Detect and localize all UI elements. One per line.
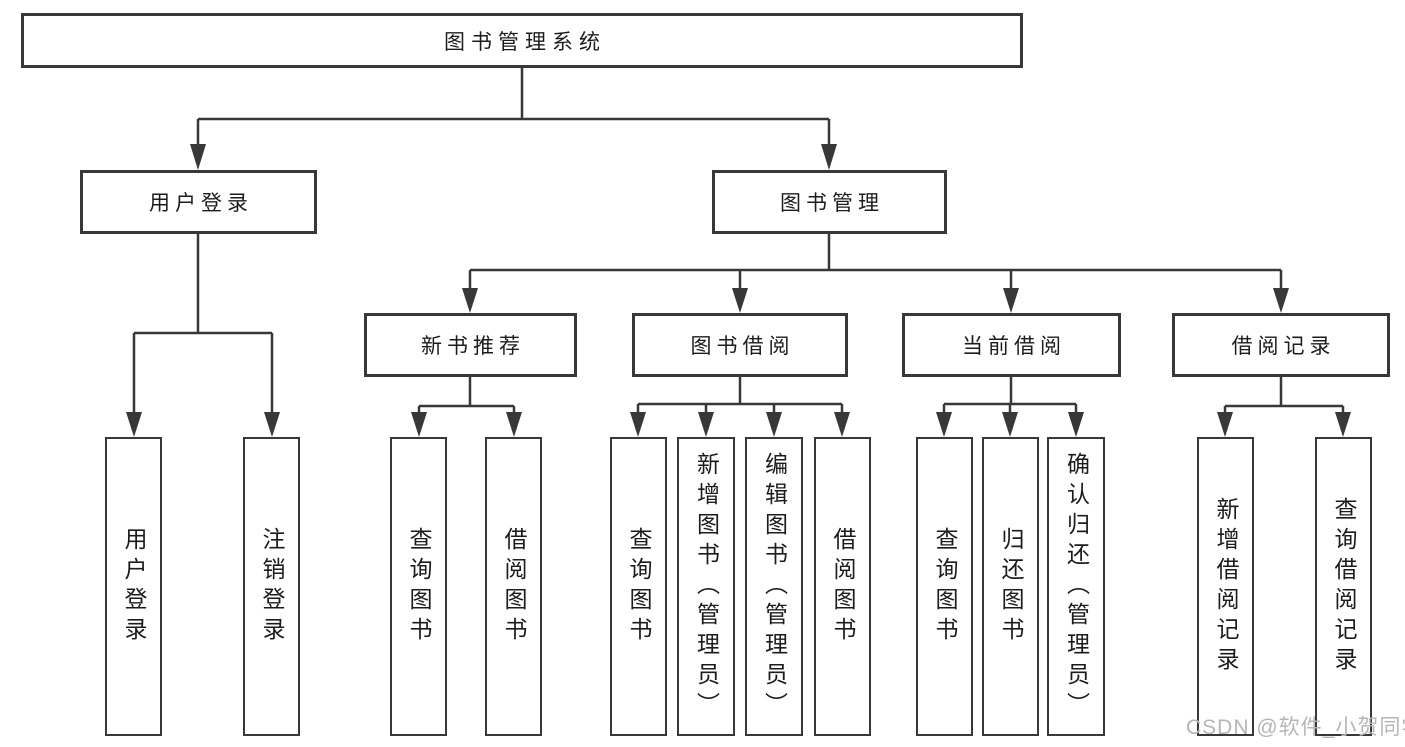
leaf-confirm-return-admin: 确认归还（管理员） bbox=[1047, 437, 1105, 736]
leaf-query-books-current: 查询图书 bbox=[916, 437, 973, 736]
leaf-borrow-books-borrowing: 借阅图书 bbox=[814, 437, 871, 736]
node-library-system: 图书管理系统 bbox=[21, 13, 1023, 68]
node-user-login: 用户登录 bbox=[80, 170, 317, 234]
node-borrow-records: 借阅记录 bbox=[1172, 313, 1390, 377]
leaf-edit-book-admin: 编辑图书（管理员） bbox=[745, 437, 803, 736]
leaf-add-book-admin: 新增图书（管理员） bbox=[677, 437, 735, 736]
node-book-borrowing: 图书借阅 bbox=[632, 313, 848, 377]
csdn-watermark: CSDN @软件_小贺同学 bbox=[1186, 716, 1405, 739]
leaf-borrow-books-recommend: 借阅图书 bbox=[485, 437, 542, 736]
leaf-query-borrow-record: 查询借阅记录 bbox=[1315, 437, 1372, 736]
leaf-return-books: 归还图书 bbox=[982, 437, 1039, 736]
node-current-borrowing: 当前借阅 bbox=[902, 313, 1121, 377]
node-book-management: 图书管理 bbox=[712, 170, 947, 234]
leaf-query-books-borrowing: 查询图书 bbox=[610, 437, 667, 736]
leaf-logout-login: 注销登录 bbox=[243, 437, 300, 736]
arrowheads bbox=[126, 144, 1351, 437]
leaf-user-login: 用户登录 bbox=[105, 437, 162, 736]
leaf-query-books-recommend: 查询图书 bbox=[390, 437, 447, 736]
leaf-add-borrow-record: 新增借阅记录 bbox=[1197, 437, 1254, 736]
node-new-book-recommend: 新书推荐 bbox=[364, 313, 577, 377]
